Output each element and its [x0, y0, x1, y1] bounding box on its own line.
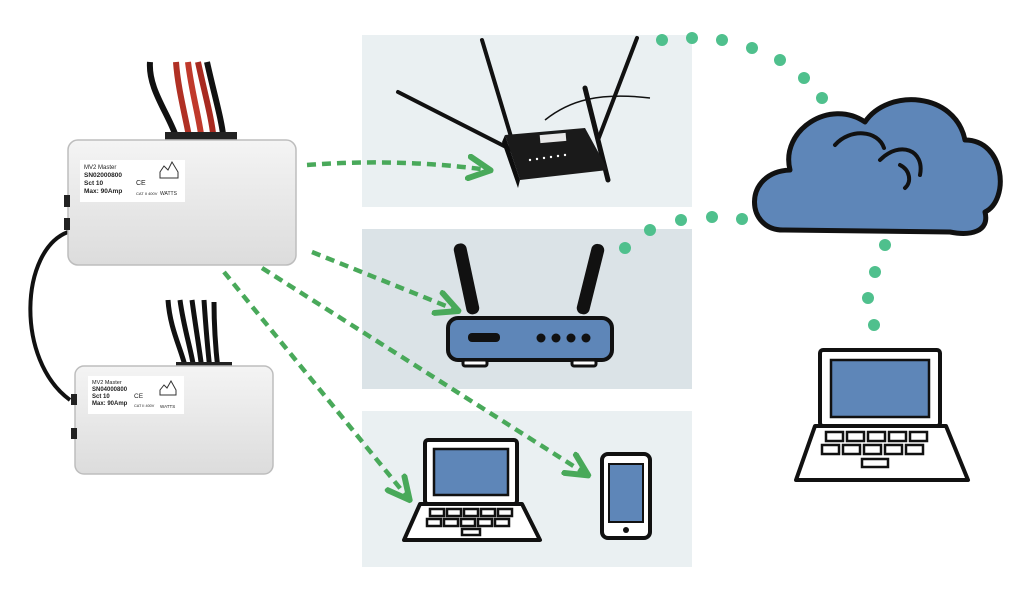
- meter-top-label-2: SN02000800: [84, 172, 122, 179]
- arrow-to-laptop: [222, 270, 408, 498]
- wifi-to-cloud-dots: [619, 211, 748, 254]
- meter-bottom-label-2: SN04000800: [92, 387, 128, 393]
- watts-logo-icon: WATTS: [159, 379, 177, 409]
- lte-to-cloud-dots: [656, 32, 828, 104]
- remote-laptop-icon: [794, 348, 970, 482]
- meter-bottom-ce-mark: CE: [134, 393, 144, 400]
- meter-top-ce-mark: CE: [136, 180, 146, 187]
- lte-router-icon: [396, 36, 651, 188]
- meter-top-cat-mark: CAT II 400V: [136, 191, 158, 196]
- meter-top-logo-text: WATTS: [160, 191, 178, 197]
- meter-bottom-label-3: Sct 10: [92, 394, 110, 400]
- arrow-to-wifi-router: [311, 249, 456, 310]
- top-meter-cables: [146, 61, 237, 146]
- arrow-to-phone: [260, 266, 586, 474]
- watts-logo-icon: WATTS: [159, 160, 179, 197]
- wifi-panel: [362, 229, 692, 389]
- meter-top-label-3: Sct 10: [84, 180, 104, 187]
- wireless-links: [619, 32, 891, 331]
- meter-link-cable: [28, 230, 72, 402]
- meter-top-label-1: MV2 Master: [84, 165, 116, 171]
- meter-bottom: MV2 Master SN04000800 Sct 10 Max: 90Amp …: [71, 365, 274, 475]
- arrow-to-lte-router: [306, 162, 488, 170]
- cloud-icon: [752, 97, 1003, 236]
- meter-bottom-label-1: MV2 Master: [92, 380, 122, 386]
- meter-top-label-4: Max: 90Amp: [84, 188, 122, 195]
- router-panel: [362, 35, 692, 207]
- cloud-to-laptop-dots: [862, 239, 891, 331]
- meter-bottom-label-4: Max: 90Amp: [92, 401, 128, 407]
- wifi-router-icon: [446, 243, 614, 368]
- meter-bottom-logo-text: WATTS: [160, 404, 175, 409]
- meter-top: MV2 Master SN02000800 Sct 10 Max: 90Amp …: [64, 139, 297, 266]
- laptop-icon: [402, 438, 542, 542]
- bottom-meter-cables: [165, 299, 232, 374]
- smartphone-icon: [600, 452, 652, 540]
- meter-bottom-cat-mark: CAT II 400V: [134, 404, 155, 408]
- meter-connection-arrows: [222, 162, 586, 498]
